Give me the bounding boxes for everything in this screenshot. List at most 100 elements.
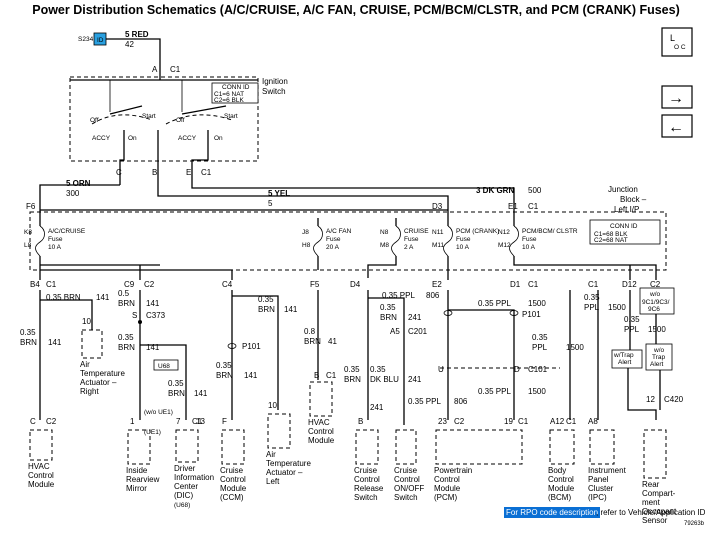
w17-size: 0.35 [624,315,640,324]
w9-label: 0.35 PPL [382,291,415,300]
w16-color: PPL [584,303,600,312]
w9-circ: 806 [426,291,440,300]
pin-c4: C4 [222,280,233,289]
component-conn2: C1 [518,417,529,426]
component-note: (U68) [174,502,190,509]
component-name: ment [642,498,661,507]
component-name: Cruise [354,466,378,475]
pin-b4-c: C1 [46,280,57,289]
ignition-connid-2: C2=6 BLK [214,97,244,104]
fuse-label: Fuse [456,236,471,243]
prev-page-button[interactable]: ← [661,114,693,138]
fuse-pin: H8 [302,242,311,249]
component-name: Air [266,450,276,459]
pin-f6: F6 [26,202,36,211]
component-pin: 10 [268,401,277,410]
source-pin: A [152,65,158,74]
fuse-name: PCM (CRANK) [456,228,499,235]
component-name: Module [28,480,55,489]
pin-b4: B4 [30,280,40,289]
component-name: HVAC [28,462,50,471]
component-pin: 23 [438,417,447,426]
component-pin: C [30,417,36,426]
w7-circ: 141 [244,371,258,380]
fuse-name: CRUISE [404,228,429,235]
left-off: Off [90,117,99,124]
yel-wire: 5 YEL [268,189,290,198]
component-name: Switch [354,493,378,502]
ignition-connid-1: C1=6 NAT [214,91,244,98]
opt-b-1: w/Trap [613,352,634,359]
component-name: Cluster [588,484,614,493]
component-name: Control [394,475,420,484]
component-name: Air [80,360,90,369]
w18-color: BRN [344,375,361,384]
component-pin: B [358,417,363,426]
component-conn: C2 [454,417,465,426]
rpo-link[interactable]: For RPO code description [504,507,601,518]
hvac-pin-c1: C1 [326,371,337,380]
component-name: Actuator – [266,468,303,477]
component-name: Control [308,427,334,436]
component-conn: C2 [46,417,57,426]
w16-circ: 1500 [608,303,626,312]
w7-color: BRN [216,371,233,380]
component-pin2: 13 [196,417,205,426]
w4-size: 0.35 [118,333,134,342]
jb-connid-1: C1=68 BLK [594,231,628,238]
location-button[interactable]: L O C [661,27,693,57]
power-source[interactable]: S234 ID [78,32,107,46]
w4-circ: 141 [146,343,160,352]
component-name: (BCM) [548,493,571,502]
component-conn: C1 [192,417,203,426]
fuse-rating: 10 A [522,244,536,251]
pin-d12: D12 [622,280,637,289]
u68-tag: U68 [158,363,170,370]
pin-u: U [438,365,444,374]
fuse-name: A/C FAN [326,228,352,235]
component-name: Control [434,475,460,484]
component-name: HVAC [308,418,330,427]
pin-12: 12 [646,395,655,404]
arrow-right-icon: → [668,90,684,107]
splice-s: S [132,311,137,320]
pin-f5: F5 [310,280,320,289]
source-wire-label: 5 RED [125,30,149,39]
fuse-pin: L8 [24,242,32,249]
fuse-name: PCM/BCM/ CLSTR [522,228,578,235]
w7-size: 0.35 [216,361,232,370]
fuse-label: Fuse [404,236,419,243]
component-name: Right [80,387,99,396]
source-circuit: 42 [125,40,134,49]
fuse-rating: 2 A [404,244,414,251]
w2-label: 0.35 BRN [46,293,81,302]
w6-circ: 141 [284,305,298,314]
w3-circ: 141 [146,299,160,308]
pin-e1-c1: C1 [528,202,539,211]
w10-size: 0.35 [380,303,396,312]
component-name: Sensor [642,516,668,525]
w6-color: BRN [258,305,275,314]
component-name: Panel [588,475,609,484]
component-name: Mirror [126,484,147,493]
yel-circuit: 5 [268,199,273,208]
pin-b: B [152,168,157,177]
w13-size: 0.35 [532,333,548,342]
component-pin: 7 [176,417,181,426]
w10-color: BRN [380,313,397,322]
next-page-button[interactable]: → [661,85,693,109]
c201: C201 [408,327,428,336]
